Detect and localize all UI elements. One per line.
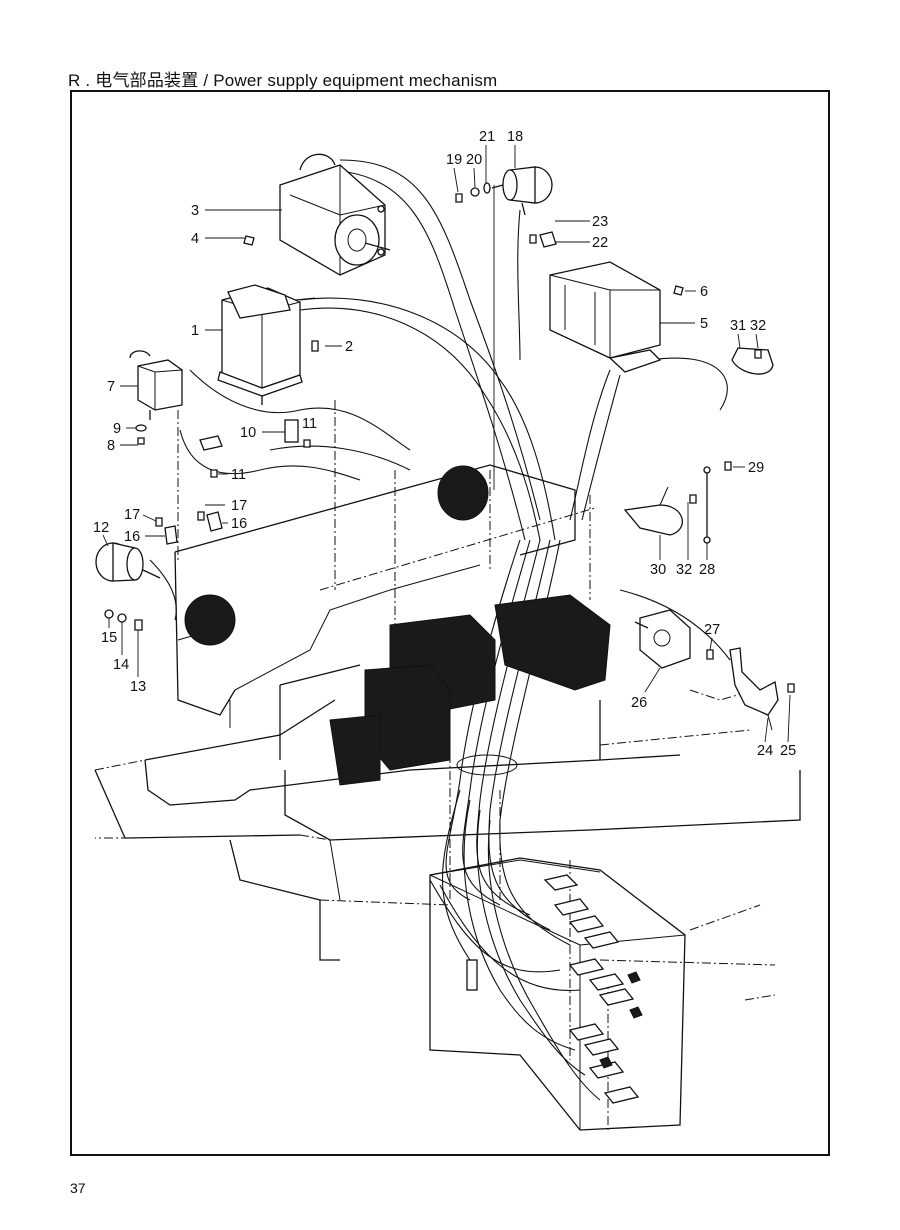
motor-part-3 — [279, 153, 391, 276]
callout-23: 23 — [592, 214, 608, 230]
page-title: R . 电气部品装置 / Power supply equipment mech… — [68, 71, 498, 90]
callout-31: 31 — [730, 318, 746, 334]
callout-29: 29 — [748, 460, 764, 476]
rod-part-28 — [703, 466, 711, 544]
plate-part-26 — [634, 609, 691, 669]
callout-16-a: 16 — [124, 529, 140, 545]
callout-17-a: 17 — [124, 507, 140, 523]
motor-part-5 — [549, 261, 662, 373]
callout-19: 19 — [446, 152, 462, 168]
callout-26: 26 — [631, 695, 647, 711]
callout-15: 15 — [101, 630, 117, 646]
callout-21: 21 — [479, 129, 495, 145]
callout-2: 2 — [345, 339, 353, 355]
machine-body — [94, 400, 801, 1130]
motor-part-1 — [217, 284, 316, 405]
leader-lines — [102, 145, 791, 743]
motor-part-7 — [129, 350, 183, 420]
callout-labels: 1 2 3 4 5 6 7 8 9 10 11 11 12 13 14 15 1… — [93, 129, 796, 759]
callout-7: 7 — [107, 379, 115, 395]
callout-24: 24 — [757, 743, 773, 759]
callout-32-b: 32 — [676, 562, 692, 578]
sensor-part-10 — [199, 419, 299, 451]
callout-18: 18 — [507, 129, 523, 145]
callout-17-b: 17 — [231, 498, 247, 514]
callout-9: 9 — [113, 421, 121, 437]
callout-32-a: 32 — [750, 318, 766, 334]
callout-5: 5 — [700, 316, 708, 332]
callout-11-a: 11 — [302, 416, 317, 432]
callout-3: 3 — [191, 203, 199, 219]
callout-12: 12 — [93, 520, 109, 536]
callout-13: 13 — [130, 679, 146, 695]
bracket-part-24 — [729, 647, 779, 731]
callout-14: 14 — [113, 657, 129, 673]
motor-part-12 — [95, 542, 161, 582]
motor-part-18 — [491, 166, 553, 216]
callout-20: 20 — [466, 152, 482, 168]
clamp-part-30 — [623, 486, 683, 536]
electronic-packs — [184, 465, 611, 786]
callout-22: 22 — [592, 235, 608, 251]
callout-4: 4 — [191, 231, 199, 247]
callout-30: 30 — [650, 562, 666, 578]
callout-16-b: 16 — [231, 516, 247, 532]
callout-8: 8 — [107, 438, 115, 454]
clip-part-31 — [731, 347, 774, 375]
callout-11-b: 11 — [231, 467, 246, 483]
callout-6: 6 — [700, 284, 708, 300]
diagram-frame — [70, 90, 830, 1156]
callout-25: 25 — [780, 743, 796, 759]
small-clamps — [164, 231, 557, 545]
callout-10: 10 — [240, 425, 256, 441]
callout-1: 1 — [191, 323, 199, 339]
connector-box — [429, 857, 686, 1131]
callout-28: 28 — [699, 562, 715, 578]
screws — [104, 182, 795, 693]
callout-27: 27 — [704, 622, 720, 638]
page-number: 37 — [70, 1180, 86, 1196]
